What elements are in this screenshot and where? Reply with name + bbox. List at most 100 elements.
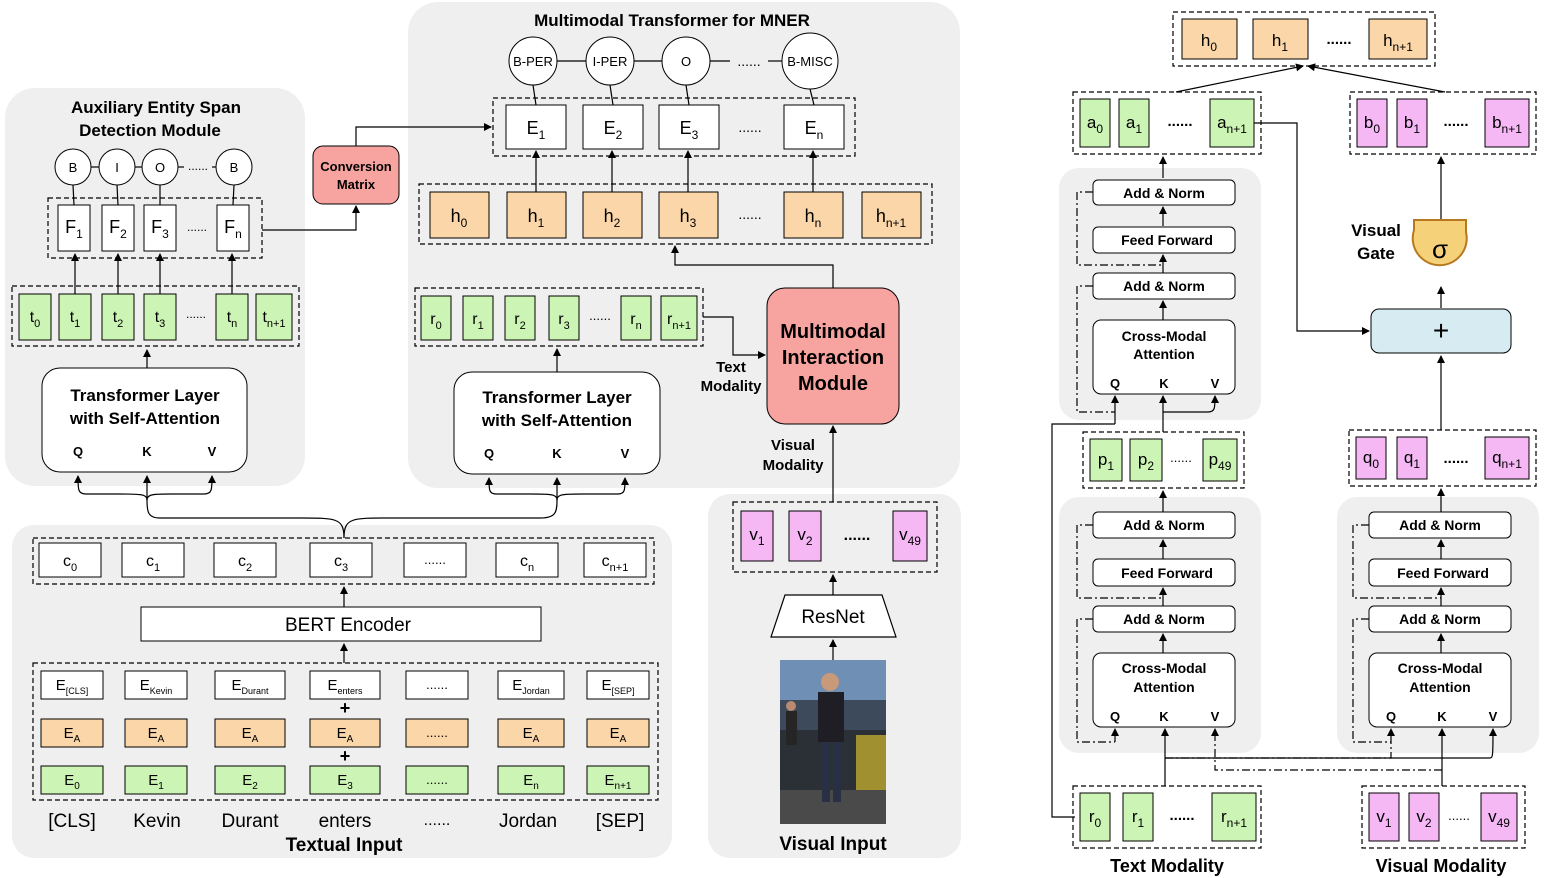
h-box: hn	[783, 191, 844, 239]
tag-circle: B-MISC	[781, 32, 839, 90]
visual-modality-label: Visual	[771, 437, 815, 454]
svg-text:tn+1: tn+1	[262, 309, 285, 330]
svg-text:rn: rn	[630, 311, 641, 332]
q-box: q0	[1355, 436, 1387, 480]
svg-text:c2: c2	[238, 553, 252, 574]
q-box: q1	[1396, 436, 1428, 480]
q-group	[1348, 429, 1537, 487]
r-box: r3	[548, 295, 580, 341]
svg-text:an+1: an+1	[1217, 113, 1247, 136]
svg-text:c1: c1	[146, 553, 160, 574]
svg-text:h1: h1	[528, 206, 545, 230]
mim-label: Multimodal	[780, 321, 886, 343]
add-norm-label: Add & Norm	[1399, 517, 1481, 533]
svg-text:tn: tn	[227, 309, 238, 330]
right-v-group	[1361, 785, 1526, 849]
mim-label: Interaction	[782, 347, 884, 369]
q-label: Q	[1110, 376, 1120, 391]
t-box: t1	[58, 293, 92, 341]
k-label: K	[1437, 709, 1447, 724]
token-embedding: Eenters	[309, 670, 381, 700]
svg-text:h3: h3	[680, 206, 697, 230]
v-label: V	[1211, 709, 1220, 724]
tag-label: B-PER	[513, 54, 553, 69]
textual-input-label: Textual Input	[286, 835, 403, 856]
bert-label: BERT Encoder	[285, 615, 412, 636]
svg-text:E0: E0	[64, 772, 80, 792]
svg-text:......: ......	[426, 725, 448, 740]
svg-text:v2: v2	[797, 525, 813, 548]
cross-modal-attention-box	[1092, 319, 1236, 395]
tag-circle: I-PER	[585, 36, 635, 86]
text-modality-label: Text Modality	[1110, 856, 1224, 876]
svg-text:cn+1: cn+1	[602, 553, 629, 574]
right-r-group	[1072, 785, 1262, 849]
dots: ......	[589, 308, 611, 323]
c-box: cn+1	[583, 542, 647, 578]
t-box: t3	[143, 293, 177, 341]
dots: ......	[186, 307, 206, 321]
svg-text:h0: h0	[1201, 31, 1217, 54]
conversion-label: Conversion	[320, 159, 392, 174]
right-h-box: hn+1	[1368, 18, 1428, 60]
v-label: V	[208, 444, 217, 459]
right-h-box: h0	[1181, 18, 1238, 60]
add-norm-label: Add & Norm	[1123, 185, 1205, 201]
feed-forward-box	[1368, 558, 1512, 587]
bert-encoder	[140, 606, 542, 642]
f-group	[47, 197, 263, 259]
p-box: p2	[1129, 438, 1163, 482]
svg-text:B: B	[230, 160, 239, 175]
add-norm-label: Add & Norm	[1123, 611, 1205, 627]
q-label: Q	[1110, 709, 1120, 724]
svg-text:En: En	[805, 118, 824, 142]
svg-text:r0: r0	[430, 311, 441, 332]
svg-text:......: ......	[426, 772, 448, 787]
add-norm-label: Add & Norm	[1123, 278, 1205, 294]
svg-text:t1: t1	[70, 309, 81, 330]
conversion-matrix	[312, 145, 400, 205]
aux-tag-circle: O	[141, 148, 179, 186]
p-box: p49	[1202, 438, 1238, 482]
visual-gate-label: Gate	[1357, 244, 1395, 263]
sigma-label: σ	[1432, 234, 1448, 264]
svg-text:bn+1: bn+1	[1492, 113, 1522, 136]
tag-label: I-PER	[593, 54, 628, 69]
dots: ......	[1326, 31, 1351, 48]
svg-text:c3: c3	[334, 553, 348, 574]
svg-text:h2: h2	[604, 206, 621, 230]
token-embedding: EJordan	[497, 670, 565, 700]
p-box: p1	[1089, 438, 1123, 482]
svg-text:hn: hn	[805, 206, 822, 230]
b-group	[1349, 91, 1537, 155]
t-box: t0	[18, 293, 52, 341]
t-box: tn	[215, 293, 249, 341]
svg-text:p49: p49	[1209, 450, 1232, 473]
h-box: h2	[582, 191, 643, 239]
c-box: c0	[38, 542, 102, 578]
svg-text:r1: r1	[1132, 807, 1145, 830]
svg-text:E2: E2	[242, 772, 258, 792]
svg-text:r2: r2	[514, 311, 525, 332]
k-label: K	[1159, 709, 1169, 724]
svg-text:E[SEP]: E[SEP]	[601, 677, 634, 696]
position-embedding: E2	[214, 765, 286, 795]
position-embedding: En	[497, 765, 565, 795]
f-box: F1	[57, 204, 91, 252]
svg-text:E3: E3	[337, 772, 353, 792]
svg-text:b0: b0	[1364, 113, 1380, 136]
h-box: h1	[506, 191, 567, 239]
dots: ......	[188, 159, 208, 173]
svg-text:......: ......	[424, 552, 446, 567]
q-label: Q	[73, 444, 83, 459]
r-box: rn+1	[660, 295, 698, 341]
position-embedding: En+1	[586, 765, 650, 795]
v-box: v49	[892, 510, 928, 562]
position-embedding: E1	[124, 765, 188, 795]
resnet-label: ResNet	[801, 607, 865, 628]
tag-circle: B-PER	[508, 36, 558, 86]
svg-text:cn: cn	[520, 553, 534, 574]
input-word: [SEP]	[596, 811, 645, 832]
f-box: F2	[101, 204, 135, 252]
input-word: Kevin	[133, 811, 181, 832]
